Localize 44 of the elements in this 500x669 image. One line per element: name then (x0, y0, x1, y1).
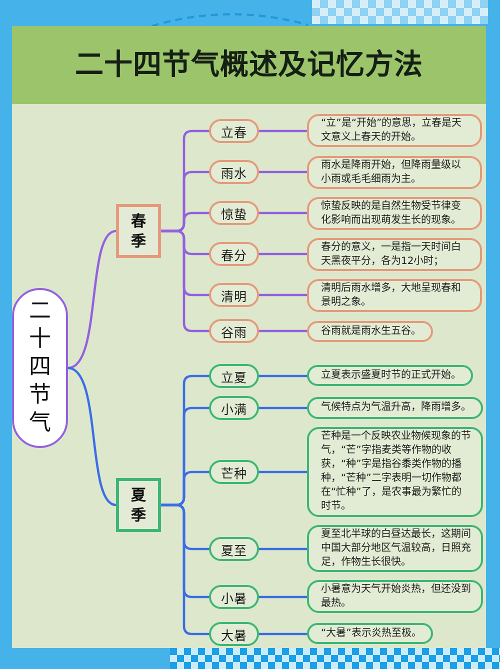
term-pill: 春分 (209, 242, 259, 266)
title: 二十四节气概述及记忆方法 (75, 48, 423, 82)
term-pill: 立夏 (209, 364, 259, 388)
description-box: 惊蛰反映的是自然生物受节律变化影响而出现萌发生长的现象。 (307, 197, 482, 230)
season-box: 春季 (116, 204, 161, 258)
description-box: “大暑”表示炎热至极。 (307, 623, 434, 644)
term-pill: 立春 (209, 119, 259, 143)
connector (160, 230, 210, 332)
description-box: 雨水是降雨开始，但降雨量级以小雨或毛毛细雨为主。 (307, 156, 482, 189)
connector (258, 596, 308, 598)
connector (258, 294, 308, 296)
description-box: “立”是“开始”的意思，立春是天文意义上春天的开始。 (307, 114, 482, 147)
description-box: 谷雨就是雨水生五谷。 (307, 321, 433, 342)
connector (258, 252, 308, 256)
description-box: 立夏表示盛夏时节的正式开始。 (307, 365, 473, 386)
term-pill: 谷雨 (209, 319, 259, 343)
description-box: 夏至北半球的白昼达最长，这期间中国大部分地区气温较高，日照充足，作物生长很快。 (307, 525, 483, 572)
connector (258, 170, 308, 174)
description-box: 气候特点为气温升高，降雨增多。 (307, 397, 483, 419)
term-pill: 小满 (209, 396, 259, 420)
connector (160, 504, 210, 636)
connector (258, 212, 308, 214)
description-box: 小暑意为天气开始炎热，但还没到最热。 (307, 580, 483, 613)
connector (258, 130, 308, 132)
description-box: 春分的意义，一是指一天时间白天黑夜平分，各为12小时； (307, 238, 482, 271)
connector (258, 548, 308, 550)
connector (258, 632, 308, 636)
term-pill: 大暑 (209, 622, 259, 646)
connector (66, 230, 118, 370)
connector (258, 374, 308, 378)
term-pill: 芒种 (209, 460, 259, 484)
description-box: 芒种是一个反映农业物候现象的节气，“芒”字指麦类等作物的收获，“种”字是指谷黍类作物的播种，“芒种”二字表明一切作物都在“忙种”了，是农事最为繁忙的时节。 (307, 427, 483, 517)
topic-pill: 二十四节气 (12, 288, 68, 448)
description-box: 清明后雨水增多，大地呈现春和景明之象。 (307, 279, 482, 312)
term-pill: 惊蛰 (209, 201, 259, 225)
term-pill: 清明 (209, 283, 259, 307)
connector (258, 406, 308, 410)
connector (66, 366, 118, 506)
term-pill: 小暑 (209, 585, 259, 609)
connector (258, 330, 308, 332)
term-pill: 夏至 (209, 537, 259, 561)
term-pill: 雨水 (209, 160, 259, 184)
connector (258, 470, 308, 474)
season-box: 夏季 (116, 478, 161, 532)
